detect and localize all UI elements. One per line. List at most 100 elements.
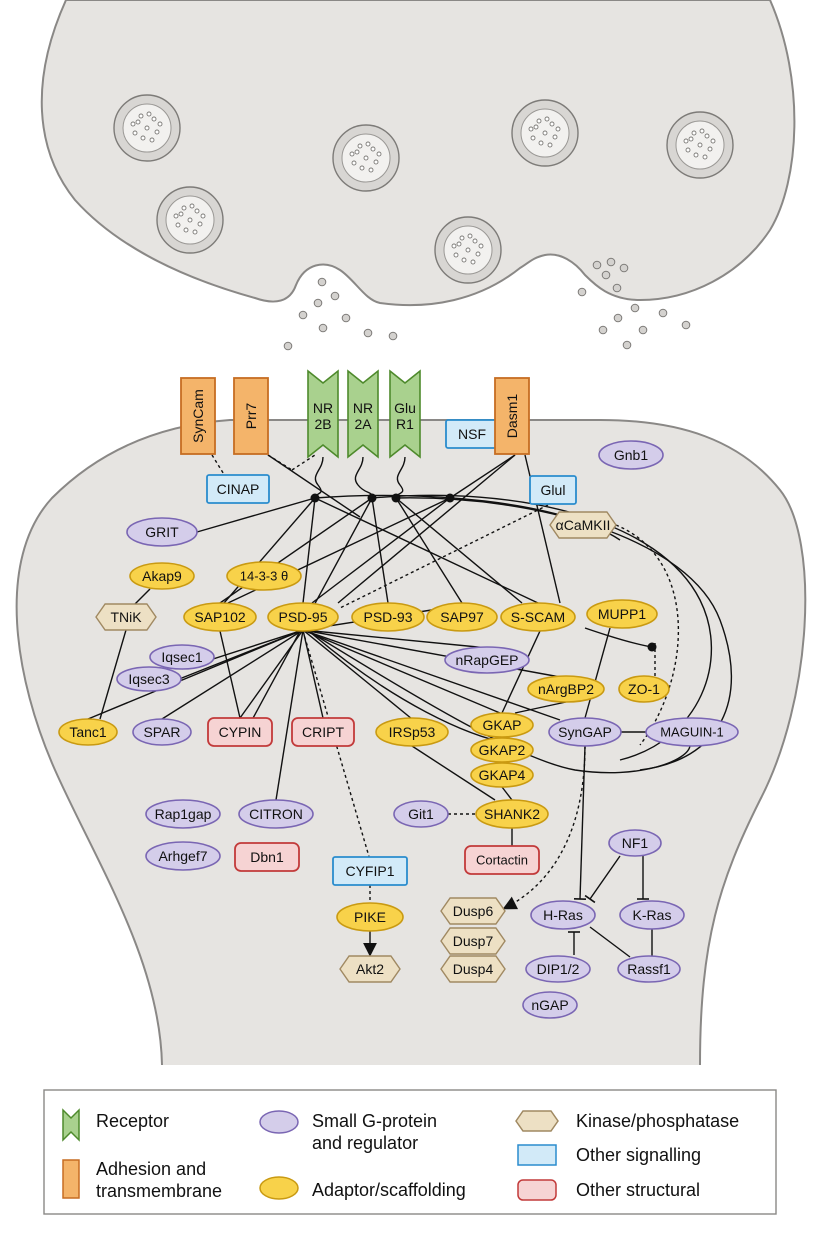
node-akap9: Akap9 [130,563,194,589]
svg-text:Dasm1: Dasm1 [504,394,520,439]
svg-text:CINAP: CINAP [217,481,260,497]
svg-text:Dusp4: Dusp4 [453,961,494,977]
svg-text:TNiK: TNiK [110,609,142,625]
node-spar: SPAR [133,719,191,745]
svg-text:Glul: Glul [541,482,566,498]
svg-text:PIKE: PIKE [354,909,386,925]
node-sap102: SAP102 [184,603,256,631]
node-dasm1: Dasm1 [495,378,529,454]
svg-text:Prr7: Prr7 [243,403,259,430]
legend-adaptor: Adaptor/scaffolding [260,1177,466,1200]
svg-text:ZO-1: ZO-1 [628,681,660,697]
svg-text:GRIT: GRIT [145,524,179,540]
svg-text:PSD-95: PSD-95 [278,609,327,625]
node-cyfip1: CYFIP1 [333,857,407,885]
svg-text:Iqsec3: Iqsec3 [128,671,169,687]
neurotransmitter-dot [593,261,601,269]
node-cypin: CYPIN [208,718,272,746]
svg-text:nGAP: nGAP [531,997,568,1013]
neurotransmitter-dot [299,311,307,319]
vesicle [512,100,578,166]
svg-text:CYFIP1: CYFIP1 [345,863,394,879]
node-syncam: SynCam [181,378,215,454]
neurotransmitter-dot [639,326,647,334]
svg-text:IRSp53: IRSp53 [389,724,436,740]
node-iqsec1: Iqsec1 [150,645,214,669]
svg-text:GKAP: GKAP [483,717,522,733]
svg-text:PSD-93: PSD-93 [363,609,412,625]
neurotransmitter-dot [682,321,690,329]
node-dusp7: Dusp7 [441,928,505,954]
neurotransmitter-dot [314,299,322,307]
node-grit: GRIT [127,518,197,546]
neurotransmitter-dot [620,264,628,272]
node-dusp6: Dusp6 [441,898,505,924]
node-sap97: SAP97 [427,603,497,631]
svg-text:MUPP1: MUPP1 [598,606,646,622]
node-kras: K-Ras [620,901,684,929]
svg-text:S-SCAM: S-SCAM [511,609,565,625]
svg-text:SHANK2: SHANK2 [484,806,540,822]
neurotransmitter-dot [389,332,397,340]
svg-text:SynCam: SynCam [190,389,206,443]
svg-text:MAGUIN-1: MAGUIN-1 [660,725,724,740]
vesicle [157,187,223,253]
node-akt2: Akt2 [340,956,400,982]
node-psd95: PSD-95 [268,603,338,631]
svg-text:Cortactin: Cortactin [476,853,528,868]
node-rassf1: Rassf1 [618,956,680,982]
svg-text:Receptor: Receptor [96,1111,169,1131]
node-glul: Glul [530,476,576,504]
neurotransmitter-dot [614,314,622,322]
node-ngap: nGAP [523,992,577,1018]
node-nf1: NF1 [609,830,661,856]
node-gkap4: GKAP4 [471,763,533,787]
svg-text:14-3-3 θ: 14-3-3 θ [240,569,288,584]
svg-text:SAP97: SAP97 [440,609,484,625]
svg-text:SPAR: SPAR [143,724,180,740]
node-cortactin: Cortactin [465,846,539,874]
node-gnb1: Gnb1 [599,441,663,469]
svg-text:SynGAP: SynGAP [558,724,612,740]
svg-text:Tanc1: Tanc1 [69,724,107,740]
svg-text:Gnb1: Gnb1 [614,447,648,463]
svg-text:Akt2: Akt2 [356,961,384,977]
neurotransmitter-dot [342,314,350,322]
legend-kinase: Kinase/phosphatase [516,1111,739,1131]
neurotransmitter-dot [623,341,631,349]
neurotransmitter-dot [602,271,610,279]
node-mupp1: MUPP1 [587,600,657,628]
node-tnik: TNiK [96,604,156,630]
node-arhgef7: Arhgef7 [146,842,220,870]
node-shank2: SHANK2 [476,800,548,828]
svg-text:SAP102: SAP102 [194,609,246,625]
svg-text:αCaMKII: αCaMKII [556,517,611,533]
vesicle [114,95,180,161]
vesicle [667,112,733,178]
svg-text:Adaptor/scaffolding: Adaptor/scaffolding [312,1180,466,1200]
svg-text:CYPIN: CYPIN [219,724,262,740]
svg-text:nRapGEP: nRapGEP [455,652,518,668]
svg-text:Kinase/phosphatase: Kinase/phosphatase [576,1111,739,1131]
node-acamkii: αCaMKII [550,512,616,538]
node-iqsec3: Iqsec3 [117,667,181,691]
neurotransmitter-dot [599,326,607,334]
node-psd93: PSD-93 [352,603,424,631]
svg-text:nArgBP2: nArgBP2 [538,681,594,697]
node-dusp4: Dusp4 [441,956,505,982]
svg-text:CRIPT: CRIPT [302,724,344,740]
node-citron: CITRON [239,800,313,828]
neurotransmitter-dot [318,278,326,286]
node-prr7: Prr7 [234,378,268,454]
legend-structural: Other structural [518,1180,700,1200]
svg-text:CITRON: CITRON [249,806,303,822]
svg-text:Arhgef7: Arhgef7 [158,848,207,864]
node-rap1gap: Rap1gap [146,800,220,828]
node-irsp53: IRSp53 [376,718,448,746]
